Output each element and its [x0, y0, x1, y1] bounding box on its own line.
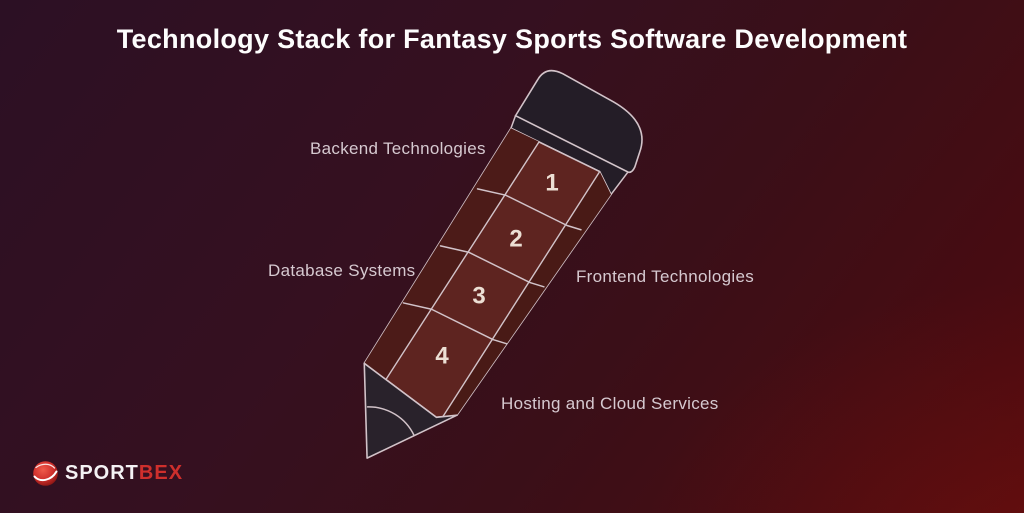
label-hosting-cloud-services: Hosting and Cloud Services	[501, 394, 719, 413]
facet-line-right	[440, 170, 601, 420]
segment-divider-2-3	[439, 245, 545, 288]
pencil-tip-arc	[366, 406, 415, 437]
logo-text-bex: BEX	[138, 462, 184, 484]
page-title: Technology Stack for Fantasy Sports Soft…	[116, 24, 908, 54]
pencil-right-facet	[441, 171, 612, 420]
segment-divider-3-4	[402, 302, 508, 345]
pencil-eraser-cap	[514, 69, 643, 174]
label-backend-technologies: Backend Technologies	[310, 139, 486, 158]
segment-number-4: 4	[435, 343, 449, 370]
segment-number-3: 3	[472, 283, 485, 310]
label-database-systems: Database Systems	[268, 261, 416, 280]
sportbex-logo-text: SPORTBEX	[65, 460, 183, 487]
sportbex-logo: SPORTBEX	[32, 460, 183, 487]
pencil-left-facet	[364, 128, 540, 381]
segment-divider-1-2	[476, 188, 582, 231]
pencil-tip	[363, 362, 458, 459]
segment-number-1: 1	[545, 170, 558, 197]
sportbex-ball-icon	[33, 461, 58, 486]
logo-text-sport: SPORT	[65, 462, 139, 484]
facet-line-left	[384, 141, 540, 382]
label-frontend-technologies: Frontend Technologies	[576, 267, 754, 286]
segment-number-2: 2	[509, 226, 522, 253]
